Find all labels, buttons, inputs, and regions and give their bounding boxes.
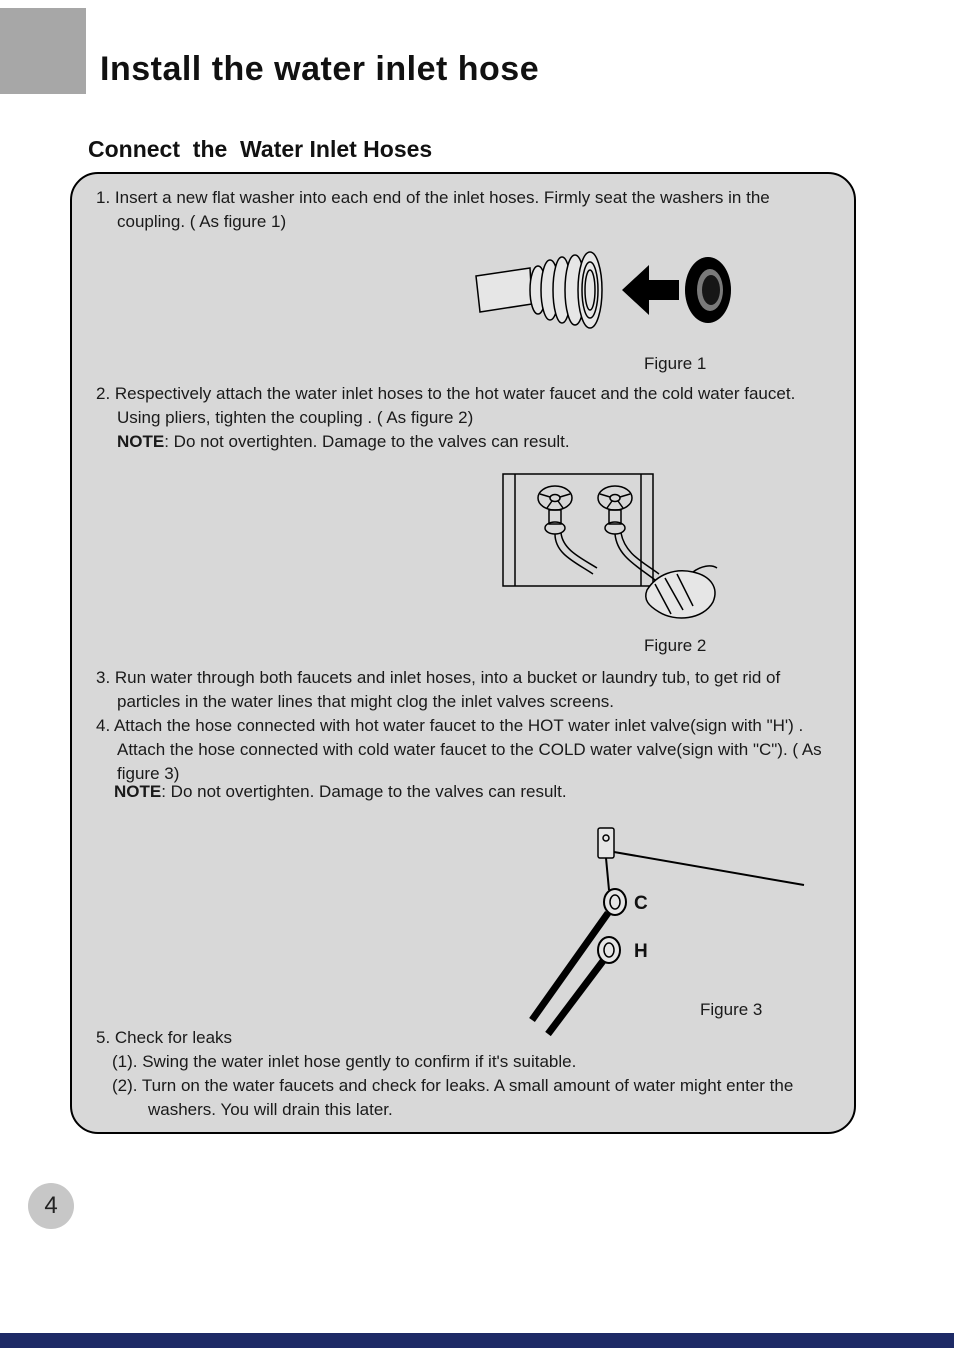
step-1-text: 1. Insert a new flat washer into each en… [96,188,770,231]
figure-2-caption: Figure 2 [644,636,707,655]
step-5-sub2: (2). Turn on the water faucets and check… [112,1076,794,1119]
inlet-valves-icon: C H [529,827,805,1037]
page-number-badge: 4 [28,1183,74,1229]
note-label: NOTE [117,432,165,451]
footer-bar [0,1333,954,1348]
page-title: Install the water inlet hose [100,50,540,88]
note-label: NOTE [114,782,162,801]
step-5-text: 5. Check for leaks [96,1028,233,1047]
note-text: : Do not overtighten. Damage to the valv… [164,432,570,451]
page-number: 4 [44,1192,58,1219]
figure-3-caption: Figure 3 [700,1000,763,1019]
arrow-left-icon [622,265,679,315]
figure-2-illustration [497,470,742,635]
figure-3-illustration: C H [512,810,812,1043]
step-4-note: NOTE: Do not overtighten. Damage to the … [114,780,814,804]
step-5-sub1: (1). Swing the water inlet hose gently t… [112,1052,577,1071]
figure3-label-c: C [634,893,648,914]
figure-1-illustration [472,238,737,351]
step-2-text: 2. Respectively attach the water inlet h… [96,384,796,427]
corner-tab [0,8,86,94]
figure3-label-h: H [634,941,648,962]
step-2-note: NOTE: Do not overtighten. Damage to the … [117,430,817,454]
instruction-box: 1. Insert a new flat washer into each en… [70,172,856,1134]
section-heading: Connect the Water Inlet Hoses [88,136,433,162]
step-3-text: 3. Run water through both faucets and in… [96,668,781,711]
faucets-hand-icon [502,473,718,619]
coupling-washer-icon [475,251,731,329]
figure-1-caption: Figure 1 [644,354,707,373]
step-4-text: 4. Attach the hose connected with hot wa… [96,716,822,783]
note-text: : Do not overtighten. Damage to the valv… [161,782,567,801]
